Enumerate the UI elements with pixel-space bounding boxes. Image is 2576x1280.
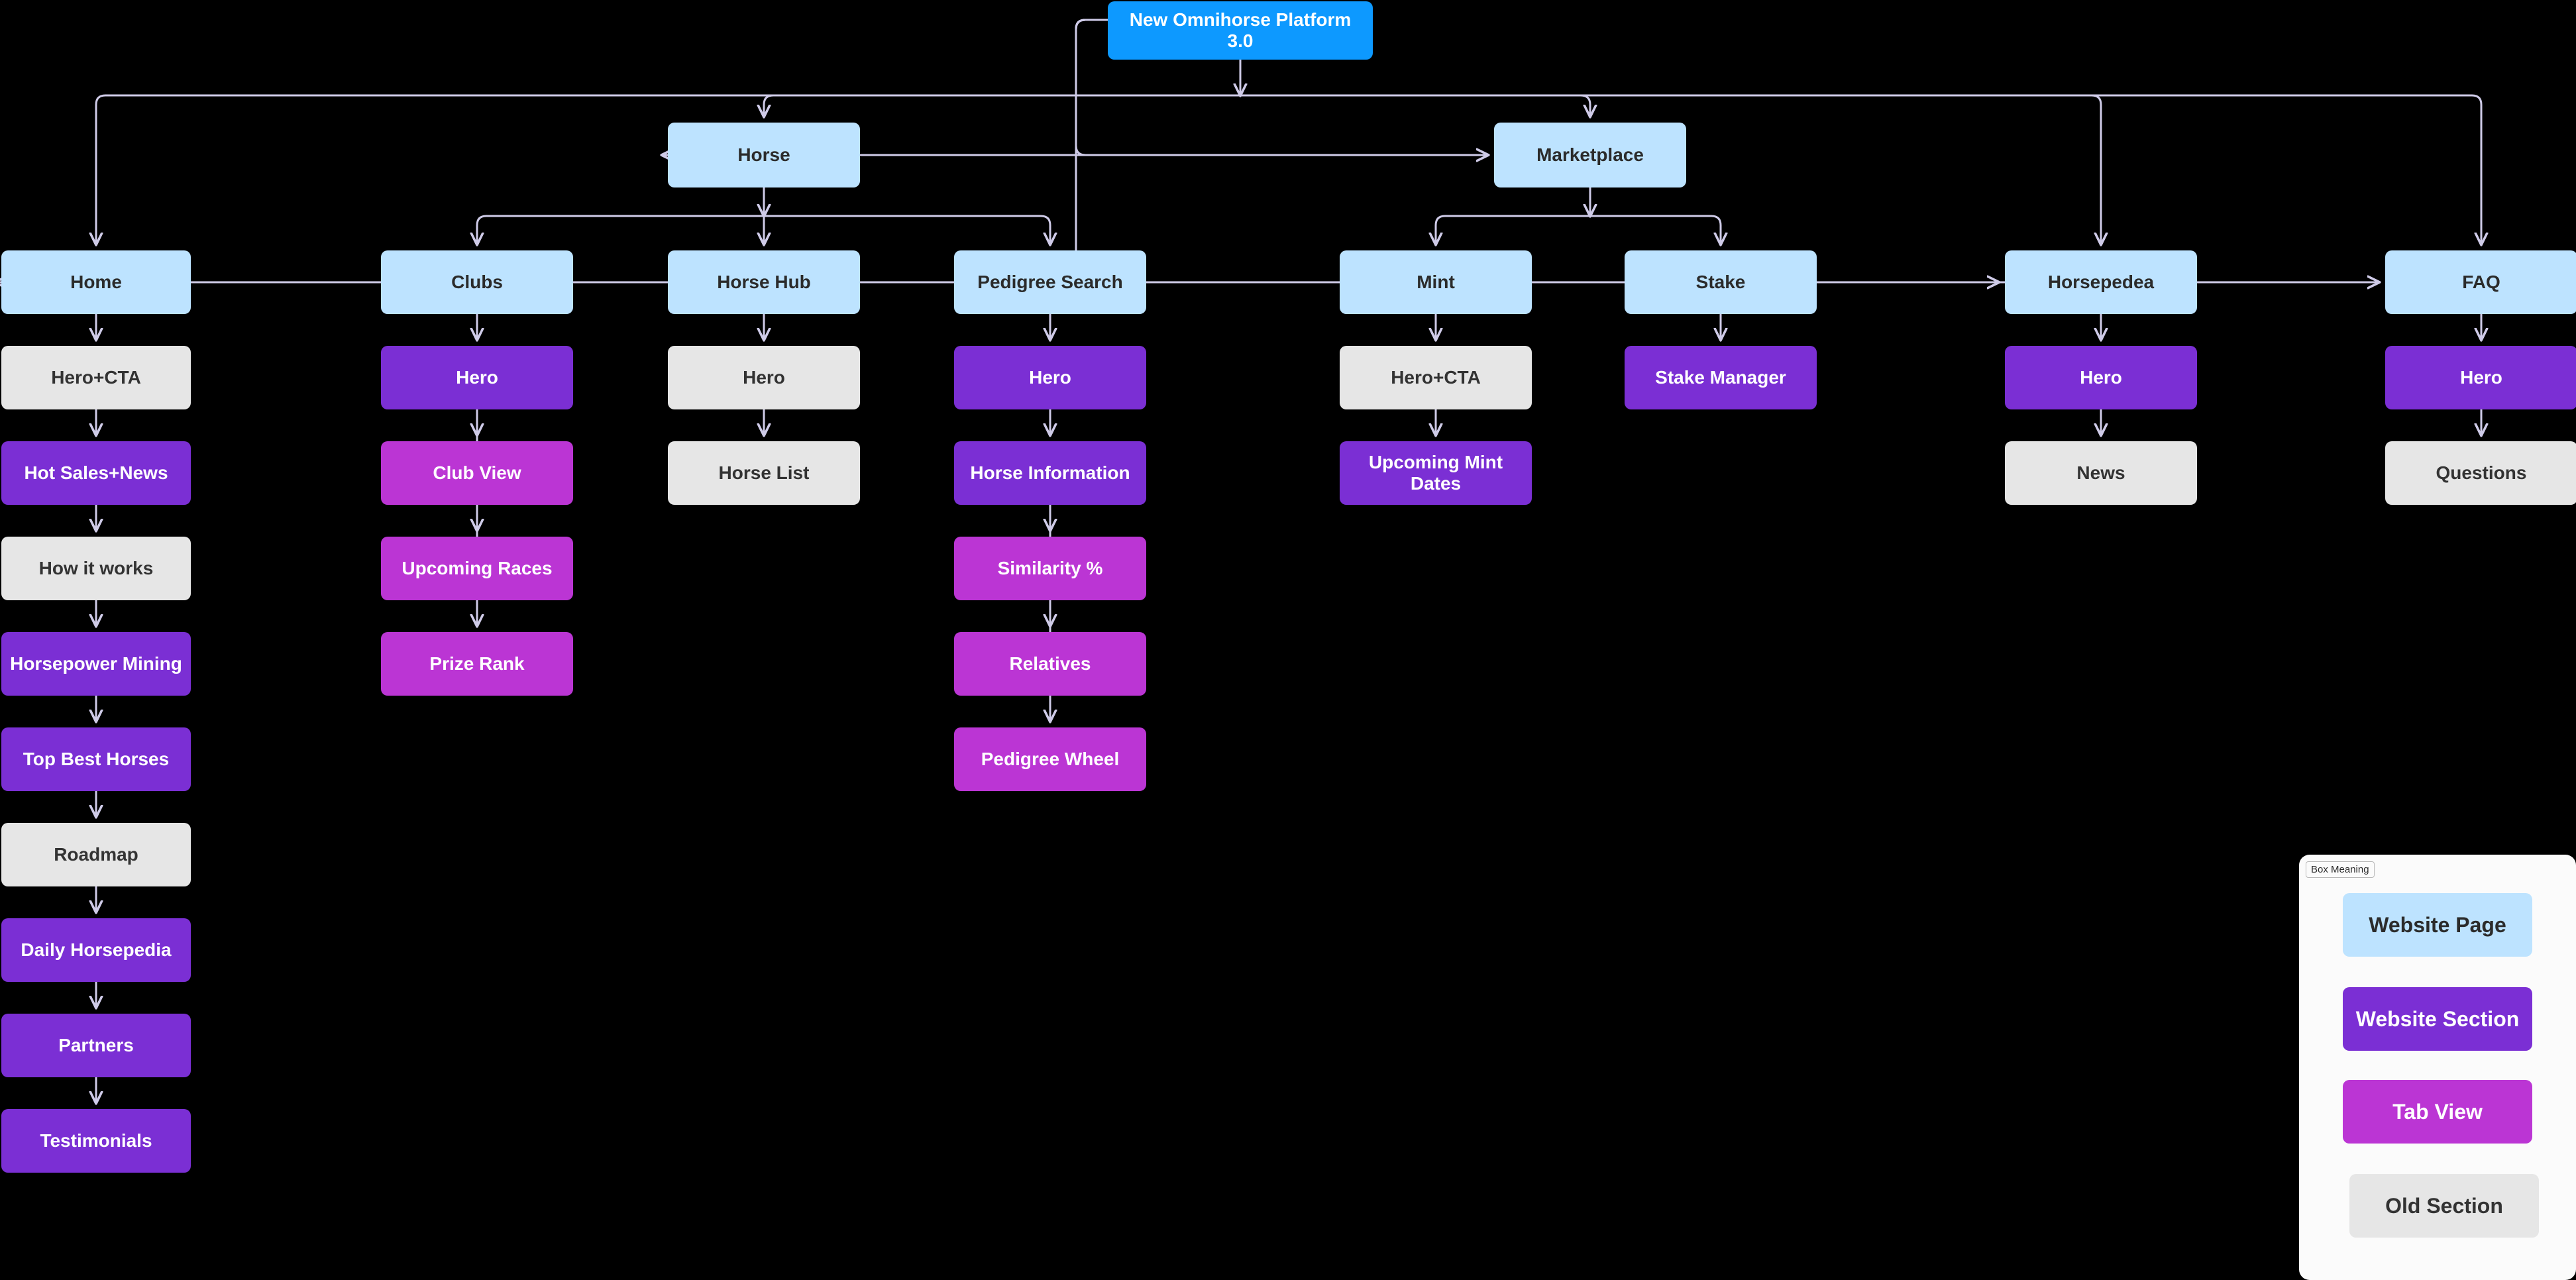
node-ped-sim[interactable]: Similarity % [954, 537, 1146, 600]
node-home-hot[interactable]: Hot Sales+News [1, 441, 191, 505]
node-label: New Omnihorse Platform 3.0 [1129, 9, 1352, 51]
node-label: Hot Sales+News [24, 462, 168, 483]
node-label: Horse List [718, 462, 810, 483]
node-ped-info[interactable]: Horse Information [954, 441, 1146, 505]
node-label: Roadmap [54, 843, 138, 865]
node-label: Horsepower Mining [10, 653, 182, 674]
node-label: Mint [1417, 271, 1455, 292]
node-faq-hero[interactable]: Hero [2385, 346, 2576, 409]
connector [0, 19, 1109, 282]
connector [764, 94, 1242, 117]
node-label: Hero [2460, 366, 2502, 388]
node-clubs-hero[interactable]: Hero [381, 346, 573, 409]
node-label: Club View [433, 462, 521, 483]
node-mint-dates[interactable]: Upcoming Mint Dates [1340, 441, 1532, 505]
node-label: Stake Manager [1655, 366, 1786, 388]
node-label: Stake [1695, 271, 1746, 292]
node-home-how[interactable]: How it works [1, 537, 191, 600]
node-label: Top Best Horses [23, 748, 170, 769]
node-label: Questions [2436, 462, 2527, 483]
node-label: Horse Information [970, 462, 1130, 483]
node-faq-q[interactable]: Questions [2385, 441, 2576, 505]
node-clubs-prize[interactable]: Prize Rank [381, 632, 573, 696]
legend-item-website-section: Website Section [2343, 987, 2532, 1051]
node-label: Pedigree Wheel [981, 748, 1120, 769]
connector [1239, 94, 2481, 244]
node-label: Hero [2080, 366, 2122, 388]
node-mint[interactable]: Mint [1340, 250, 1532, 314]
node-clubs[interactable]: Clubs [381, 250, 573, 314]
node-label: Horse Hub [717, 271, 811, 292]
node-hub-hero[interactable]: Hero [668, 346, 860, 409]
node-label: Marketplace [1536, 144, 1644, 165]
node-home-mining[interactable]: Horsepower Mining [1, 632, 191, 696]
node-label: Similarity % [997, 557, 1103, 578]
connector [763, 215, 1050, 244]
node-label: Horse [737, 144, 790, 165]
node-clubs-view[interactable]: Club View [381, 441, 573, 505]
node-label: Daily Horsepedia [21, 939, 172, 960]
node-label: Hero+CTA [51, 366, 141, 388]
node-home[interactable]: Home [1, 250, 191, 314]
legend-item-label: Website Page [2369, 912, 2506, 937]
node-home-testimonials[interactable]: Testimonials [1, 1109, 191, 1173]
connector [1589, 215, 1721, 244]
connector [1436, 215, 1591, 244]
node-ped-hero[interactable]: Hero [954, 346, 1146, 409]
node-label: How it works [38, 557, 154, 578]
node-label: Partners [58, 1034, 134, 1055]
legend-item-website-page: Website Page [2343, 893, 2532, 957]
node-mint-hero[interactable]: Hero+CTA [1340, 346, 1532, 409]
node-hub-list[interactable]: Horse List [668, 441, 860, 505]
node-ped-rel[interactable]: Relatives [954, 632, 1146, 696]
node-label: Pedigree Search [977, 271, 1123, 292]
node-stake-mgr[interactable]: Stake Manager [1625, 346, 1817, 409]
node-home-top[interactable]: Top Best Horses [1, 727, 191, 791]
legend-item-label: Tab View [2392, 1099, 2483, 1124]
node-label: Hero [456, 366, 498, 388]
node-label: Upcoming Mint Dates [1368, 451, 1503, 494]
node-home-daily[interactable]: Daily Horsepedia [1, 918, 191, 982]
node-hp-hero[interactable]: Hero [2005, 346, 2197, 409]
connector [1239, 94, 1590, 117]
node-label: News [2076, 462, 2125, 483]
node-stake[interactable]: Stake [1625, 250, 1817, 314]
node-label: Hero [1029, 366, 1071, 388]
node-label: FAQ [2462, 271, 2500, 292]
connector [477, 215, 765, 244]
legend-item-old-section: Old Section [2349, 1174, 2539, 1238]
node-hp-news[interactable]: News [2005, 441, 2197, 505]
legend-item-tab-view: Tab View [2343, 1080, 2532, 1144]
node-home-hero[interactable]: Hero+CTA [1, 346, 191, 409]
node-label: Hero+CTA [1391, 366, 1481, 388]
node-label: Hero [743, 366, 785, 388]
node-label: Home [70, 271, 122, 292]
node-root[interactable]: New Omnihorse Platform 3.0 [1108, 1, 1373, 60]
node-label: Clubs [451, 271, 503, 292]
node-label: Prize Rank [429, 653, 525, 674]
node-label: Relatives [1009, 653, 1091, 674]
legend-item-label: Old Section [2385, 1193, 2503, 1218]
node-marketplace[interactable]: Marketplace [1494, 123, 1686, 187]
node-label: Upcoming Races [402, 557, 553, 578]
node-label: Testimonials [40, 1130, 152, 1151]
node-ped-wheel[interactable]: Pedigree Wheel [954, 727, 1146, 791]
node-label: Horsepedea [2047, 271, 2155, 292]
node-faq[interactable]: FAQ [2385, 250, 2576, 314]
legend-title: Box Meaning [2306, 861, 2375, 878]
node-horse[interactable]: Horse [668, 123, 860, 187]
node-home-roadmap[interactable]: Roadmap [1, 823, 191, 886]
node-hub[interactable]: Horse Hub [668, 250, 860, 314]
node-home-partners[interactable]: Partners [1, 1014, 191, 1077]
node-clubs-races[interactable]: Upcoming Races [381, 537, 573, 600]
legend-item-label: Website Section [2355, 1006, 2520, 1031]
node-pedigree[interactable]: Pedigree Search [954, 250, 1146, 314]
node-horsepedea[interactable]: Horsepedea [2005, 250, 2197, 314]
